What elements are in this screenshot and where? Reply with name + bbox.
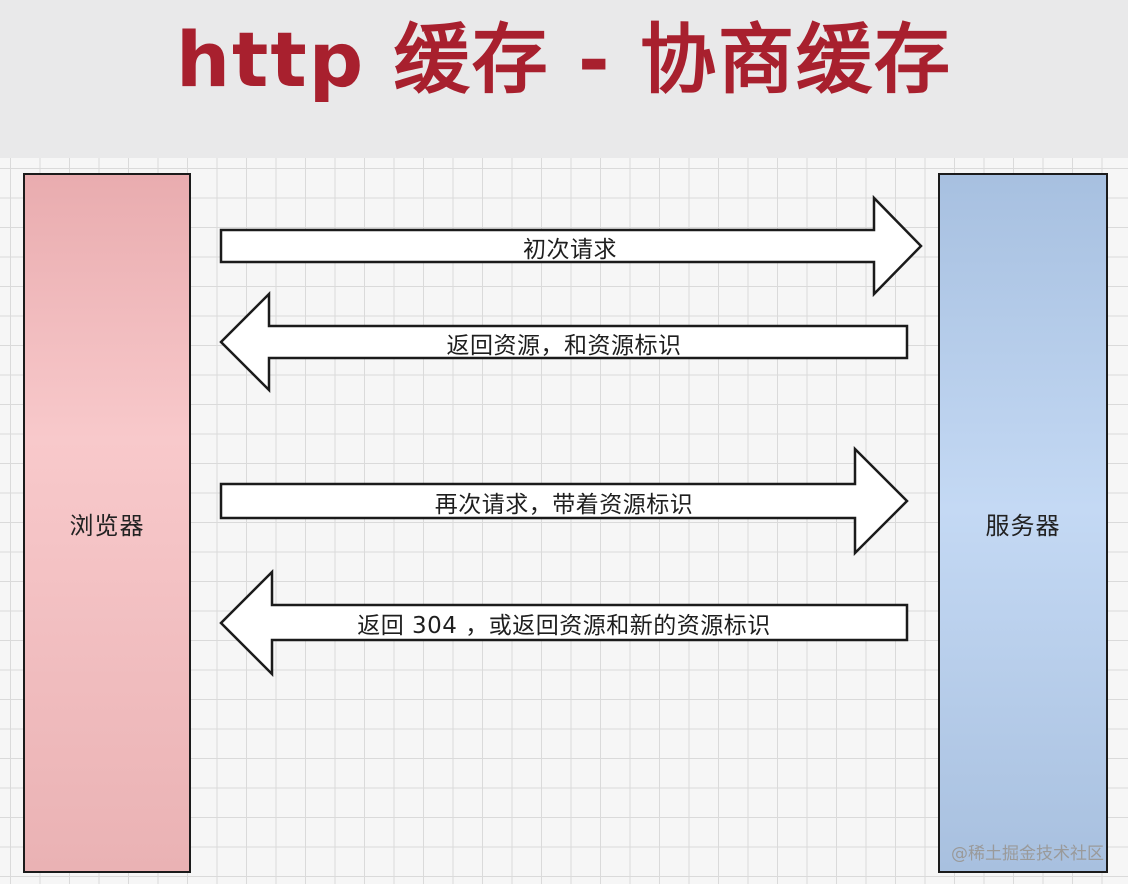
watermark: @稀土掘金技术社区 (951, 844, 1104, 864)
arrow-label-second-request: 再次请求，带着资源标识 (434, 492, 694, 518)
browser-box: 浏览器 (23, 173, 191, 873)
browser-label: 浏览器 (69, 511, 145, 540)
arrow-label-initial-request: 初次请求 (523, 237, 617, 263)
server-label: 服务器 (985, 511, 1061, 540)
arrow-label-return-304: 返回 304 ，或返回资源和新的资源标识 (357, 613, 771, 639)
page-title: http 缓存 - 协商缓存 (175, 15, 953, 104)
arrow-label-return-resource: 返回资源，和资源标识 (446, 333, 682, 359)
server-box: 服务器 (938, 173, 1108, 873)
